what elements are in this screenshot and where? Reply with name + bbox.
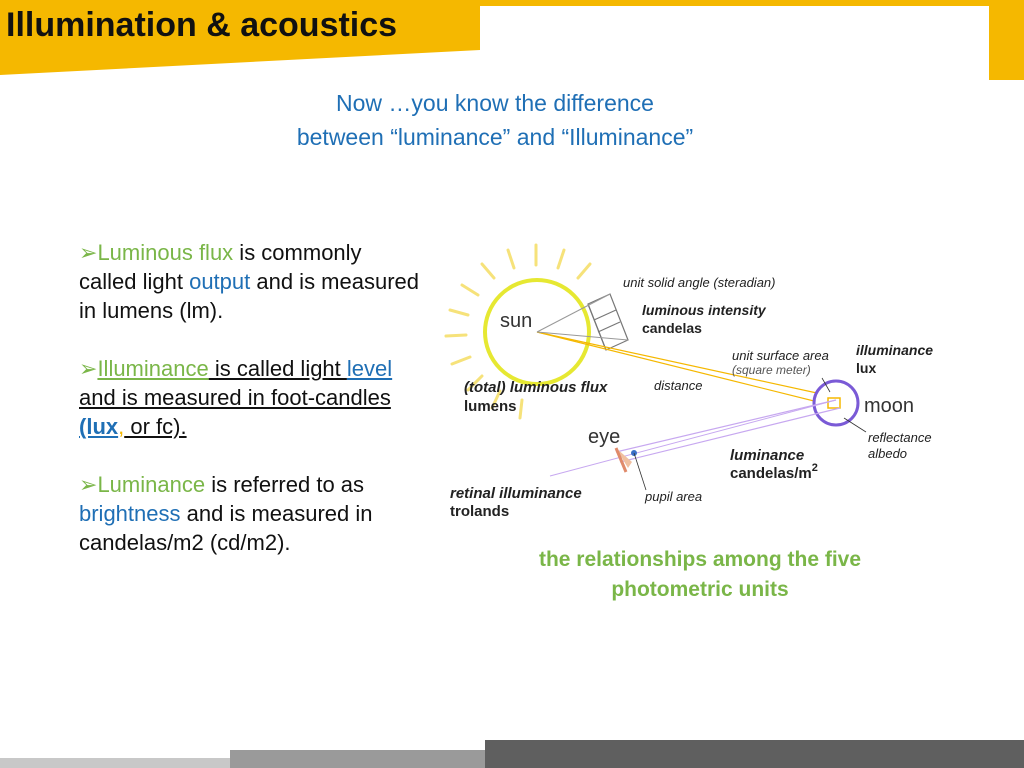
label-lux: lux xyxy=(856,360,876,376)
bullet-text: or fc). xyxy=(124,414,187,439)
label-albedo: albedo xyxy=(868,446,907,461)
footer-bar xyxy=(0,740,1024,768)
word-output: output xyxy=(189,269,251,294)
bullet-text: , xyxy=(118,414,125,439)
label-reflectance: reflectance xyxy=(868,430,932,445)
bullet-text: is commonly called light xyxy=(79,240,362,294)
subtitle-line-2: between “luminance” and “Illuminance” xyxy=(296,124,694,150)
bullet-text: and is measured in foot-candles xyxy=(79,385,391,410)
sun-rays-icon xyxy=(444,243,592,420)
label-luminous-intensity: luminous intensity xyxy=(642,302,767,318)
term-luminous-flux: Luminous flux xyxy=(97,240,234,265)
bullet-luminance: ➢Luminance is referred to as brightness … xyxy=(79,470,419,557)
label-candelas-m: candelas/m xyxy=(730,465,812,482)
term-luminance: Luminance xyxy=(97,472,206,497)
label-candelas: candelas xyxy=(642,320,702,336)
label-luminance: luminance xyxy=(730,447,804,464)
label-candelas-m2: candelas/m2 xyxy=(730,462,818,482)
label-solid-angle: unit solid angle (steradian) xyxy=(623,275,775,290)
title-bar xyxy=(0,0,1024,80)
label-lumens: lumens xyxy=(464,398,517,415)
slide-title: Illumination & acoustics xyxy=(6,6,398,44)
label-pupil-area: pupil area xyxy=(644,489,702,504)
label-distance: distance xyxy=(654,378,702,393)
photometric-units-diagram: sun unit solid angle (steradian) luminou… xyxy=(444,243,933,520)
subtitle-line-1: Now …you know the difference xyxy=(336,90,654,116)
arrow-bullet-icon: ➢ xyxy=(79,472,98,497)
label-square-meter: (square meter) xyxy=(732,363,811,377)
arrow-bullet-icon: ➢ xyxy=(79,240,98,265)
caption-line-1: the relationships among the five xyxy=(538,548,862,571)
eye-icon xyxy=(614,447,637,473)
label-moon: moon xyxy=(864,395,914,417)
word-level: level xyxy=(346,356,393,381)
word-lux: (lux xyxy=(79,414,119,439)
label-sun: sun xyxy=(500,310,532,332)
bullet-text: and is measured in candelas/m2 (cd/m2). xyxy=(79,501,373,555)
bullet-illuminance: ➢Illuminance is called light level and i… xyxy=(79,354,419,441)
label-unit-surface-area: unit surface area xyxy=(732,348,829,363)
label-eye: eye xyxy=(588,426,620,448)
label-sup-2: 2 xyxy=(812,462,818,474)
label-total-flux: (total) luminous flux xyxy=(464,379,608,396)
bullet-text: is called light xyxy=(208,356,347,381)
bullet-text: and is measured in lumens (lm). xyxy=(79,269,420,323)
moon-icon xyxy=(812,379,860,427)
label-retinal-illuminance: retinal illuminance xyxy=(450,485,582,502)
bullet-luminous-flux: ➢Luminous flux is commonly called light … xyxy=(79,238,419,325)
arrow-bullet-icon: ➢ xyxy=(79,356,98,381)
label-illuminance: illuminance xyxy=(856,342,933,358)
term-illuminance: Illuminance xyxy=(97,356,209,381)
slide-subtitle: Now …you know the difference between “lu… xyxy=(230,86,760,154)
diagram-caption: the relationships among the five photome… xyxy=(480,545,920,605)
label-trolands: trolands xyxy=(450,503,509,520)
caption-line-2: photometric units xyxy=(611,578,789,601)
word-brightness: brightness xyxy=(79,501,181,526)
bullet-text: is referred to as xyxy=(205,472,365,497)
bullet-list: ➢Luminous flux is commonly called light … xyxy=(79,238,419,586)
